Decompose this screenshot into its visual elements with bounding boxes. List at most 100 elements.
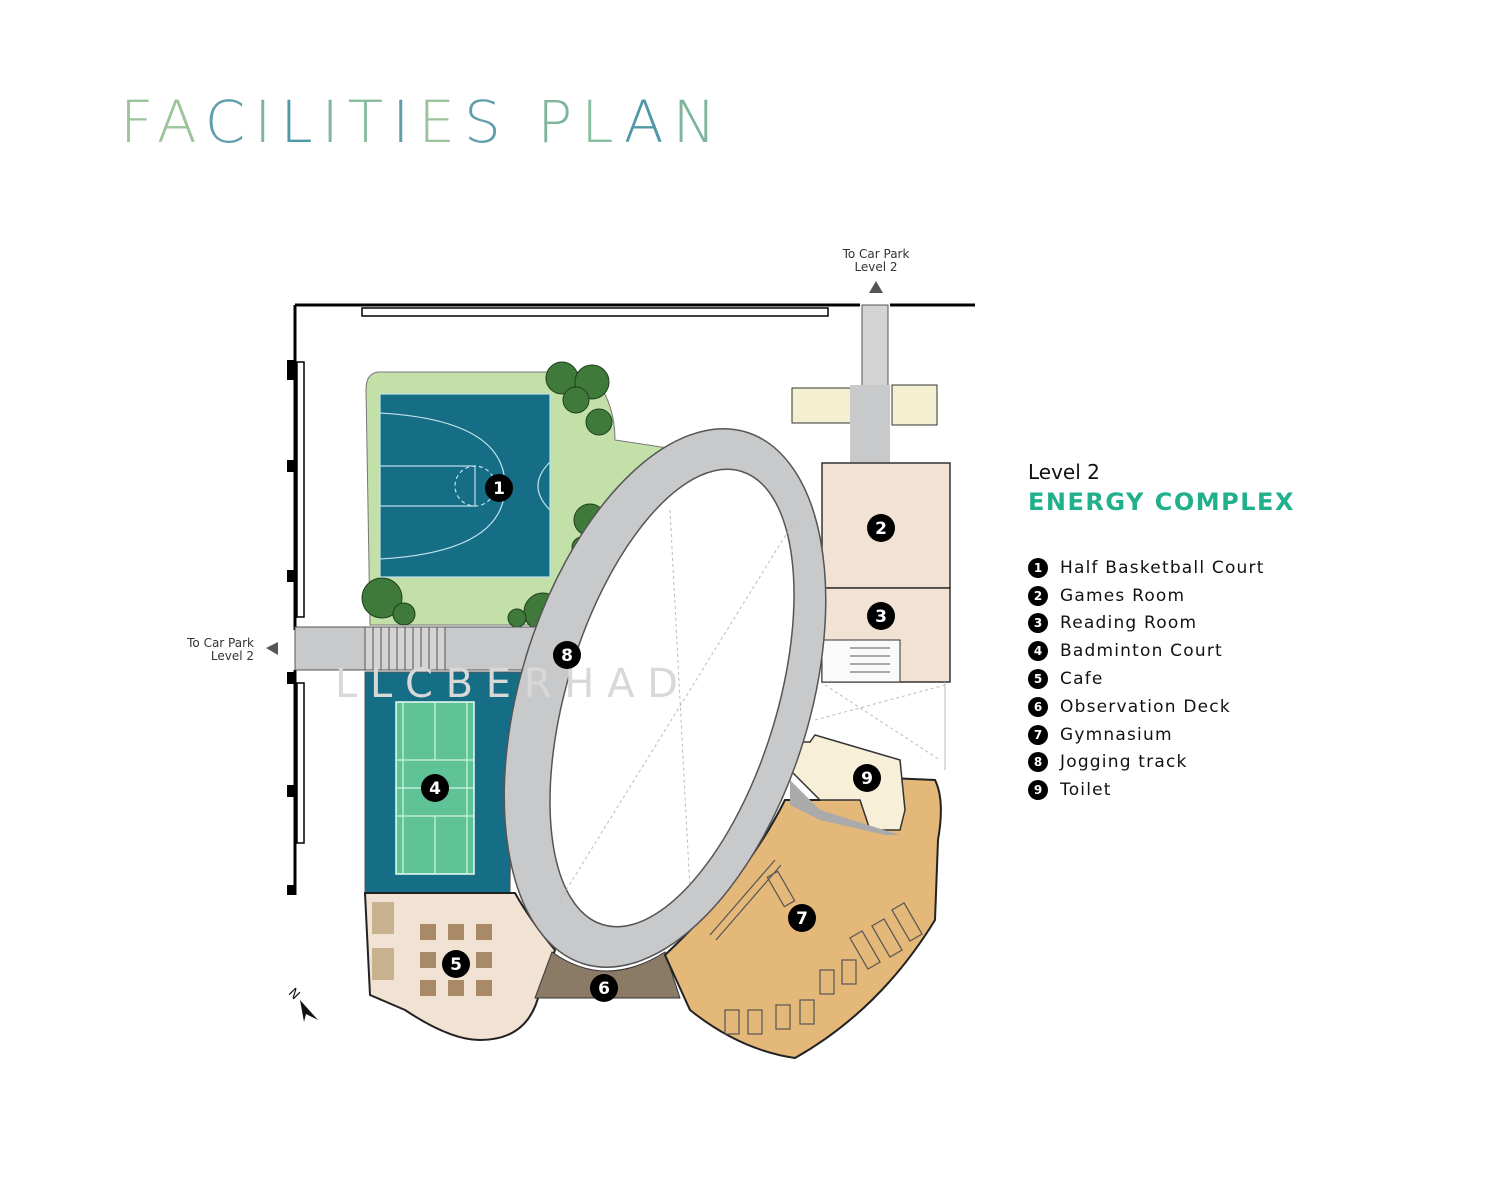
title-letter: L bbox=[280, 88, 322, 156]
marker-1-label: 1 bbox=[493, 479, 505, 499]
legend-number-badge: 5 bbox=[1028, 669, 1048, 690]
legend-item-label: Games Room bbox=[1060, 585, 1186, 606]
legend-item-label: Gymnasium bbox=[1060, 724, 1173, 745]
legend-number-badge: 4 bbox=[1028, 641, 1048, 662]
marker-4: 4 bbox=[421, 774, 449, 802]
legend-item-label: Jogging track bbox=[1060, 752, 1188, 773]
west-railing bbox=[296, 361, 305, 618]
legend-number-badge: 8 bbox=[1028, 752, 1048, 773]
car-park-left-line1: To Car Park bbox=[186, 636, 254, 650]
title-letter: A bbox=[623, 88, 673, 156]
toilet-block bbox=[789, 734, 906, 831]
west-railing-lower bbox=[296, 682, 305, 844]
marker-4-label: 4 bbox=[429, 779, 441, 799]
marker-5: 5 bbox=[442, 950, 470, 978]
title-letter: A bbox=[157, 88, 205, 156]
column bbox=[287, 885, 295, 895]
legend-item: 5 Cafe bbox=[1028, 665, 1428, 693]
watermark-text: L L C B E R H A D bbox=[335, 661, 678, 707]
legend-number-badge: 7 bbox=[1028, 724, 1048, 745]
marker-7: 7 bbox=[788, 904, 816, 932]
stair-core-east bbox=[821, 639, 901, 683]
legend-item: 3 Reading Room bbox=[1028, 610, 1428, 638]
title-letter: L bbox=[581, 88, 624, 156]
north-stair bbox=[861, 304, 889, 388]
tree bbox=[562, 386, 590, 414]
stair-core bbox=[791, 387, 853, 424]
legend-list: 1 Half Basketball Court 2 Games Room 3 Read… bbox=[1028, 554, 1428, 804]
marker-9-label: 9 bbox=[861, 769, 873, 789]
legend-item-label: Reading Room bbox=[1060, 613, 1198, 634]
north-arrow-icon: N bbox=[285, 986, 318, 1022]
legend-item-label: Badminton Court bbox=[1060, 641, 1223, 662]
tree bbox=[585, 408, 613, 436]
legend-item: 4 Badminton Court bbox=[1028, 637, 1428, 665]
title-letter: I bbox=[321, 88, 348, 156]
title-letter: S bbox=[463, 88, 510, 156]
marker-9: 9 bbox=[853, 764, 881, 792]
legend-number-badge: 6 bbox=[1028, 696, 1048, 717]
north-walkway bbox=[850, 385, 890, 463]
arrow-left-icon bbox=[266, 642, 278, 655]
void-lines bbox=[559, 509, 946, 901]
legend-number-badge: 3 bbox=[1028, 613, 1048, 634]
marker-2: 2 bbox=[867, 514, 895, 542]
tree bbox=[392, 602, 416, 626]
north-label: N bbox=[285, 986, 302, 1003]
gym-equipment bbox=[709, 859, 923, 1035]
legend-number-badge: 1 bbox=[1028, 557, 1048, 578]
tree bbox=[507, 608, 527, 628]
marker-3-label: 3 bbox=[875, 607, 887, 627]
car-park-top-line1: To Car Park bbox=[842, 247, 910, 261]
column bbox=[287, 360, 295, 380]
toilet-corridor bbox=[790, 780, 900, 835]
title-letter: T bbox=[347, 88, 393, 156]
legend-number-badge: 2 bbox=[1028, 585, 1048, 606]
stair-core-treads bbox=[850, 647, 890, 673]
column bbox=[287, 570, 295, 582]
title-letter: I bbox=[254, 88, 281, 156]
level-label: Level 2 bbox=[1028, 460, 1100, 484]
title-letter: F bbox=[120, 88, 158, 156]
car-park-top-line2: Level 2 bbox=[854, 260, 897, 274]
marker-6-label: 6 bbox=[598, 979, 610, 999]
complex-name: ENERGY COMPLEX bbox=[1028, 488, 1295, 516]
title-letter: P bbox=[537, 88, 582, 156]
marker-2-label: 2 bbox=[875, 519, 887, 539]
basketball-court bbox=[380, 394, 550, 577]
title-letter: N bbox=[672, 88, 725, 156]
marker-8: 8 bbox=[553, 641, 581, 669]
floor-plan: L L C B E R H A D To Car Park Level 2 To… bbox=[186, 247, 975, 1060]
legend: Level 2 ENERGY COMPLEX 1 Half Basketball … bbox=[1028, 460, 1428, 804]
legend-item-label: Toilet bbox=[1060, 780, 1112, 801]
legend-item-label: Observation Deck bbox=[1060, 696, 1231, 717]
page-title: FACILITIES PLAN bbox=[120, 88, 725, 156]
legend-item: 6 Observation Deck bbox=[1028, 693, 1428, 721]
column bbox=[287, 785, 295, 797]
title-letter: E bbox=[418, 88, 464, 156]
arrow-up-icon bbox=[869, 281, 883, 293]
legend-number-badge: 9 bbox=[1028, 780, 1048, 801]
car-park-left-line2: Level 2 bbox=[211, 649, 254, 663]
legend-item-label: Half Basketball Court bbox=[1060, 557, 1265, 578]
marker-3: 3 bbox=[867, 602, 895, 630]
legend-item: 2 Games Room bbox=[1028, 582, 1428, 610]
legend-item: 9 Toilet bbox=[1028, 776, 1428, 804]
marker-5-label: 5 bbox=[450, 955, 462, 975]
legend-item: 8 Jogging track bbox=[1028, 749, 1428, 777]
north-railing bbox=[361, 307, 829, 317]
legend-item-label: Cafe bbox=[1060, 669, 1104, 690]
marker-7-label: 7 bbox=[796, 909, 808, 929]
legend-item: 7 Gymnasium bbox=[1028, 721, 1428, 749]
column bbox=[287, 672, 295, 684]
title-letter: C bbox=[204, 88, 255, 156]
marker-1: 1 bbox=[485, 474, 513, 502]
tree bbox=[361, 577, 403, 619]
legend-item: 1 Half Basketball Court bbox=[1028, 554, 1428, 582]
marker-6: 6 bbox=[590, 974, 618, 1002]
title-letter: I bbox=[392, 88, 419, 156]
column bbox=[287, 460, 295, 472]
stairs bbox=[364, 626, 446, 671]
lift-core bbox=[891, 384, 938, 426]
marker-8-label: 8 bbox=[561, 646, 573, 666]
